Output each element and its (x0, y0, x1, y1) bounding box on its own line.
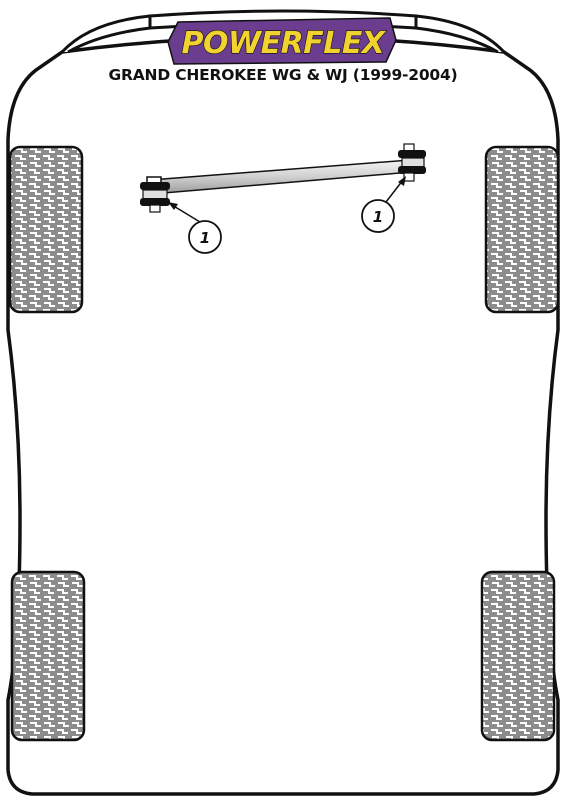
callout-right-number: 1 (373, 208, 383, 226)
logo-text: POWERFLEX (182, 26, 387, 61)
tyre-front-right (484, 145, 560, 314)
callout-right: 1 (361, 176, 406, 233)
bush-left (140, 176, 170, 213)
callout-left: 1 (168, 202, 222, 254)
bush-right (398, 143, 426, 182)
powerflex-logo: POWERFLEX (167, 17, 397, 65)
callout-left-number: 1 (200, 229, 210, 247)
tyre-rear-left (10, 570, 86, 742)
tyre-rear-right (480, 570, 556, 742)
tyre-front-left (8, 145, 84, 314)
vehicle-body-outline (6, 35, 560, 796)
vehicle-title: GRAND CHEROKEE WG & WJ (1999-2004) (109, 66, 458, 84)
